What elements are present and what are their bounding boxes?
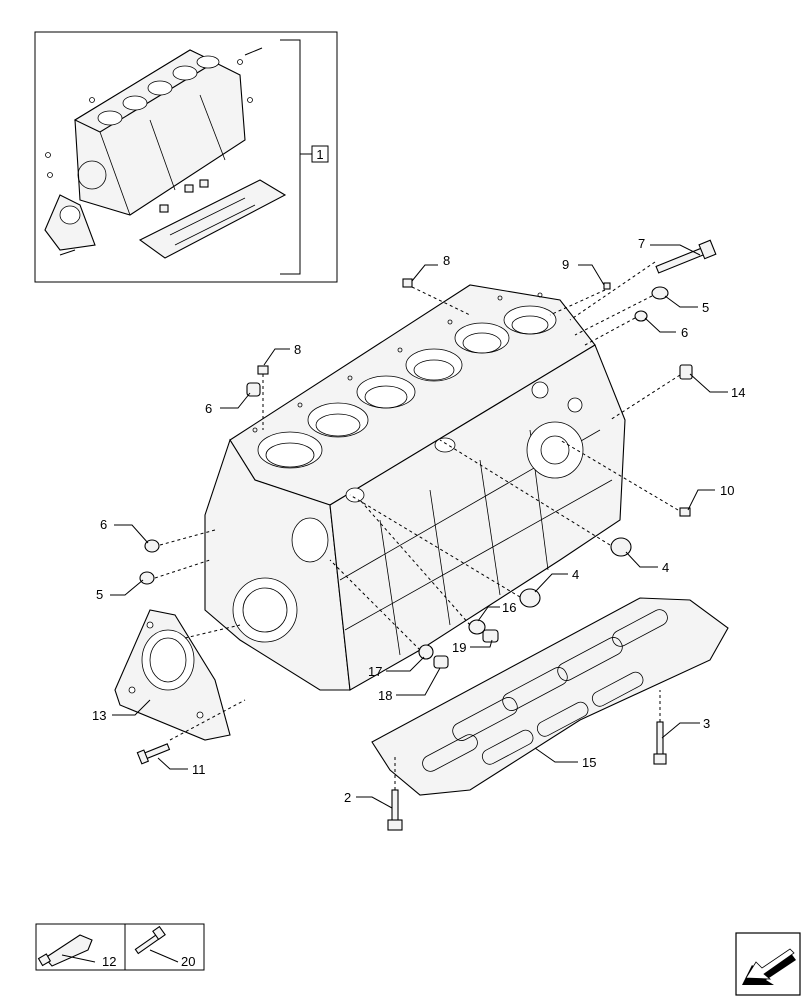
- plug-8-left: [257, 365, 269, 375]
- callout-labels: 7 8 9 5 6 14 10 4 4 8 6 6 5 13 11 16 19 …: [92, 236, 745, 805]
- cup-plug-5-upper: [651, 286, 669, 300]
- callout-5-right: 5: [702, 300, 709, 315]
- callout-19: 19: [452, 640, 466, 655]
- plug-18: [433, 655, 449, 669]
- callout-3: 3: [703, 716, 710, 731]
- plug-17: [418, 644, 434, 660]
- callout-8-top: 8: [443, 253, 450, 268]
- cylinder-bore-5: [454, 322, 510, 354]
- cylinder-bore-3: [356, 375, 416, 409]
- callout-4-right: 4: [662, 560, 669, 575]
- cup-plug-6-front: [144, 539, 160, 553]
- cup-plug-5-front: [139, 571, 155, 585]
- callout-6-right: 6: [681, 325, 688, 340]
- callout-18: 18: [378, 688, 392, 703]
- callout-15: 15: [582, 755, 596, 770]
- callout-5-front: 5: [96, 587, 103, 602]
- sealant-tube-icon: [37, 934, 93, 967]
- arrow-back-icon[interactable]: [735, 932, 801, 996]
- plug-19: [482, 629, 499, 643]
- kit-ref-20: 20: [181, 954, 195, 969]
- assembly-lines: [154, 261, 681, 790]
- assembly-callout: 1: [316, 147, 323, 162]
- mini-seal-carrier: [44, 194, 96, 251]
- callout-9: 9: [562, 257, 569, 272]
- callout-4-lower: 4: [572, 567, 579, 582]
- callout-7: 7: [638, 236, 645, 251]
- plug-8-upper: [402, 278, 413, 288]
- callout-10: 10: [720, 483, 734, 498]
- plug-10: [679, 507, 691, 517]
- cylinder-bore-1: [257, 431, 323, 469]
- cup-plug-4-right: [610, 537, 632, 557]
- cylinder-bore-4: [405, 348, 463, 382]
- callout-14: 14: [731, 385, 745, 400]
- cylinder-bore-6: [503, 305, 557, 335]
- assembly-inset: 1: [34, 31, 338, 283]
- callout-2: 2: [344, 790, 351, 805]
- callout-6-left: 6: [205, 401, 212, 416]
- bolt-7: [655, 239, 717, 274]
- callout-6-front: 6: [100, 517, 107, 532]
- bolt-2: [387, 789, 403, 831]
- plug-9: [603, 282, 611, 290]
- rear-seal-carrier: [114, 609, 231, 741]
- plug-14: [679, 364, 693, 380]
- mini-engine-block: [73, 49, 246, 216]
- plug-16: [468, 619, 486, 635]
- bolt-11: [136, 743, 171, 765]
- kit-ref-12: 12: [102, 954, 116, 969]
- mini-oil-pan-gasket: [138, 179, 287, 259]
- cylinder-bore-2: [307, 402, 369, 438]
- bolt-3: [653, 721, 667, 765]
- oil-pan-gasket: [371, 597, 729, 796]
- callout-16: 16: [502, 600, 516, 615]
- engine-block: [204, 284, 626, 691]
- small-parts: [136, 239, 717, 831]
- cup-plug-6-upper: [634, 310, 648, 322]
- cup-plug-4-lower: [519, 588, 541, 608]
- kit-legend: 12 20: [35, 923, 205, 971]
- callout-8-left: 8: [294, 342, 301, 357]
- callout-17: 17: [368, 664, 382, 679]
- cup-plug-6-left: [246, 382, 261, 397]
- callout-11: 11: [192, 762, 206, 777]
- leader-lines: [110, 244, 728, 809]
- bolt-icon: [134, 925, 166, 955]
- callout-13: 13: [92, 708, 106, 723]
